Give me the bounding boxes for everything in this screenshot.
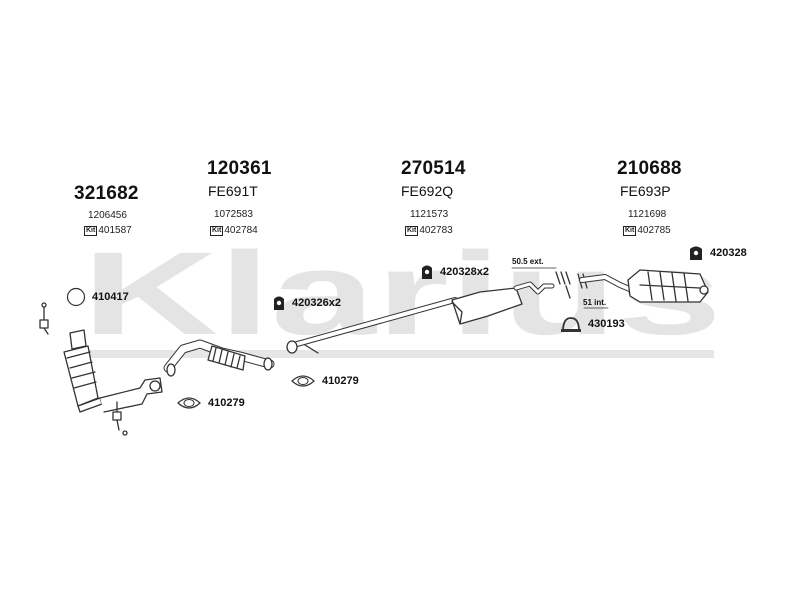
part-number-270514: 270514 xyxy=(401,158,466,179)
kit-icon: Kit xyxy=(210,225,224,236)
svg-text:Klarius: Klarius xyxy=(82,228,722,360)
part-code-fe692q: FE692Q xyxy=(401,183,454,199)
ref-label: 410417 xyxy=(92,291,129,303)
front-pipe xyxy=(163,339,275,377)
ref-label: 410279 xyxy=(208,397,245,409)
ref-gasket-410279-b: 410279 xyxy=(290,373,359,389)
lambda-sensor-top xyxy=(39,302,49,335)
ref-label: 420328 xyxy=(710,247,747,259)
middle-silencer xyxy=(286,281,555,354)
catalytic-converter xyxy=(63,329,163,413)
ref-hanger-420328x2: 420328x2 xyxy=(420,263,489,281)
kit-value: 402784 xyxy=(224,225,258,236)
rubber-hanger-icon xyxy=(274,296,284,310)
part-code-fe691t: FE691T xyxy=(208,183,258,199)
kit-value: 402785 xyxy=(637,225,671,236)
part-number-321682: 321682 xyxy=(74,183,139,204)
kit-value: 401587 xyxy=(98,225,132,236)
oe-number-1121573: 1121573 xyxy=(410,209,449,220)
oe-number-1121698: 1121698 xyxy=(628,209,667,220)
pipe-clamp-icon xyxy=(561,317,581,332)
oe-number-1072583: 1072583 xyxy=(214,209,253,220)
part-code-fe693p: FE693P xyxy=(620,183,671,199)
kit-number-402784: Kit 402784 xyxy=(210,225,258,236)
part-number-120361: 120361 xyxy=(207,158,272,179)
kit-value: 402783 xyxy=(419,225,453,236)
rubber-hanger-icon xyxy=(690,246,702,260)
kit-number-402783: Kit 402783 xyxy=(405,225,453,236)
ref-hanger-420326: 420326x2 xyxy=(272,294,341,312)
ref-label: 420328x2 xyxy=(440,266,489,278)
ref-label: 430193 xyxy=(588,318,625,330)
ref-gasket-410279-a: 410279 xyxy=(176,395,245,411)
rear-silencer xyxy=(579,269,709,303)
flange-gasket-icon xyxy=(291,375,315,387)
ref-ring-410417: 410417 xyxy=(66,287,129,307)
kit-icon: Kit xyxy=(623,225,637,236)
dimension-ext: 50.5 ext. xyxy=(512,257,544,266)
kit-icon: Kit xyxy=(84,225,98,236)
ref-hanger-420328: 420328 xyxy=(688,244,747,262)
ref-label: 420326x2 xyxy=(292,297,341,309)
kit-icon: Kit xyxy=(405,225,419,236)
flange-gasket-icon xyxy=(177,397,201,409)
rubber-hanger-icon xyxy=(422,265,432,279)
pipe-break-marks xyxy=(555,271,588,299)
dimension-int: 51 int. xyxy=(583,298,607,307)
kit-number-402785: Kit 402785 xyxy=(623,225,671,236)
ref-label: 410279 xyxy=(322,375,359,387)
ref-clamp-430193: 430193 xyxy=(560,314,625,334)
sealing-ring-icon xyxy=(66,287,86,307)
oe-number-1206456: 1206456 xyxy=(88,210,127,221)
lambda-sensor-bottom xyxy=(112,401,128,436)
kit-number-401587: Kit 401587 xyxy=(84,225,132,236)
part-number-210688: 210688 xyxy=(617,158,682,179)
